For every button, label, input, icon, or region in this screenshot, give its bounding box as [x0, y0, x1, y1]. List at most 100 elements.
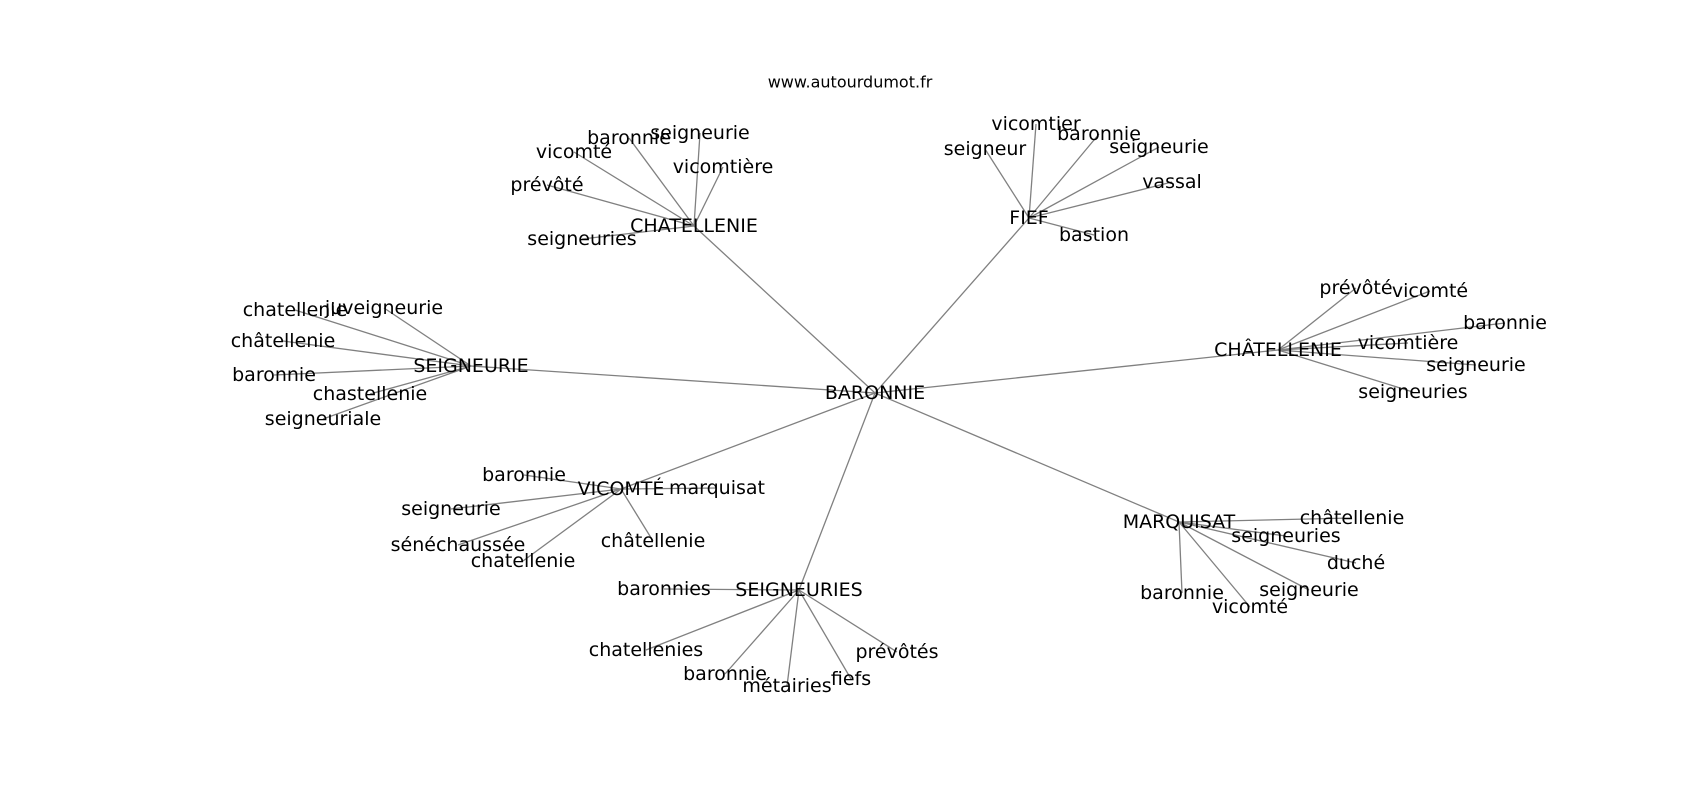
leaf-node[interactable]: baronnie: [1463, 312, 1547, 334]
edge-hub-to-leaf: [273, 365, 472, 376]
labels: www.autourdumot.fr BARONNIE CHATELLENIE ba…: [231, 73, 1547, 698]
edge-hub-to-leaf: [1178, 521, 1287, 537]
leaf-node[interactable]: vicomté: [1212, 596, 1288, 618]
hub-node[interactable]: MARQUISAT: [1123, 511, 1236, 533]
edge-hub-to-leaf: [1028, 123, 1037, 219]
edge-hub-to-leaf: [1277, 322, 1506, 351]
edge-hub-to-leaf: [546, 184, 695, 227]
leaf-node[interactable]: chatellenie: [243, 299, 348, 321]
leaf-node[interactable]: baronnie: [683, 663, 767, 685]
edge-hub-to-leaf: [1178, 517, 1353, 523]
edge-hub-to-leaf: [724, 589, 800, 675]
leaf-node[interactable]: duché: [1327, 552, 1385, 574]
edge-hub-to-leaf: [1028, 146, 1160, 219]
edge-hub-to-leaf: [581, 225, 695, 240]
leaf-node[interactable]: prévôtés: [855, 641, 938, 663]
leaf-node[interactable]: châtellenie: [231, 330, 336, 352]
leaf-node[interactable]: vicomtière: [673, 156, 774, 178]
edge-hub-to-leaf: [663, 588, 800, 591]
edge-hub-to-leaf: [522, 488, 622, 562]
leaf-node[interactable]: vicomtière: [1358, 332, 1459, 354]
edge-hub-to-leaf: [322, 365, 472, 420]
leaf-node[interactable]: chatellenie: [471, 550, 576, 572]
edge-hub-to-leaf: [786, 589, 800, 687]
leaf-node[interactable]: vicomté: [1392, 280, 1468, 302]
leaf-node[interactable]: juveigneurie: [324, 297, 443, 319]
edge-hub-to-leaf: [628, 137, 695, 227]
site-url: www.autourdumot.fr: [768, 73, 933, 92]
leaf-node[interactable]: seigneurie: [1426, 354, 1525, 376]
edge-center-to-hub: [470, 365, 876, 394]
hub-node[interactable]: CHÂTELLENIE: [1214, 338, 1342, 361]
hub-node[interactable]: VICOMTÉ: [578, 477, 665, 500]
leaf-node[interactable]: prévôté: [510, 174, 583, 196]
leaf-node[interactable]: baronnies: [617, 578, 711, 600]
edge-hub-to-leaf: [798, 589, 852, 680]
hub-node[interactable]: CHATELLENIE: [630, 215, 758, 237]
leaf-node[interactable]: baronnie: [587, 127, 671, 149]
edge-hub-to-leaf: [798, 589, 898, 653]
edge-hub-to-leaf: [450, 488, 622, 510]
edge-hub-to-leaf: [1178, 521, 1357, 564]
edge-hub-to-leaf: [282, 340, 472, 367]
leaf-node[interactable]: châtellenie: [1300, 507, 1405, 529]
edge-hub-to-leaf: [620, 487, 718, 490]
leaf-node[interactable]: seigneuries: [1358, 381, 1467, 403]
leaf-node[interactable]: chastellenie: [313, 383, 427, 405]
leaf-node[interactable]: fiefs: [831, 668, 871, 690]
edges: [273, 123, 1506, 687]
leaf-node[interactable]: prévôté: [1319, 277, 1392, 299]
leaf-node[interactable]: seigneurie: [1259, 579, 1358, 601]
leaf-node[interactable]: seigneurie: [650, 122, 749, 144]
edge-hub-to-leaf: [369, 365, 472, 395]
leaf-node[interactable]: métairies: [742, 675, 831, 697]
edge-hub-to-leaf: [984, 148, 1030, 219]
leaf-node[interactable]: bastion: [1059, 224, 1129, 246]
leaf-node[interactable]: marquisat: [669, 477, 765, 499]
edge-hub-to-leaf: [1277, 287, 1357, 351]
leaf-node[interactable]: seigneur: [944, 138, 1027, 160]
leaf-node[interactable]: seigneurie: [1109, 136, 1208, 158]
edge-hub-to-leaf: [383, 307, 472, 367]
edge-hub-to-leaf: [523, 474, 622, 490]
leaf-node[interactable]: seigneuriale: [265, 408, 381, 430]
hub-node[interactable]: FIEF: [1009, 207, 1048, 229]
edge-hub-to-leaf: [1277, 349, 1477, 366]
hub-node[interactable]: SEIGNEURIES: [735, 579, 862, 601]
edge-center-to-hub: [874, 349, 1279, 394]
edge-hub-to-leaf: [1178, 521, 1183, 594]
edge-center-to-hub: [798, 392, 876, 591]
edge-hub-to-leaf: [1028, 217, 1095, 236]
edge-hub-to-leaf: [1178, 521, 1310, 591]
leaf-node[interactable]: vicomté: [536, 141, 612, 163]
edge-hub-to-leaf: [1277, 349, 1414, 393]
edge-hub-to-leaf: [1277, 290, 1431, 351]
hub-node[interactable]: SEIGNEURIE: [413, 355, 528, 377]
edge-hub-to-leaf: [457, 488, 622, 546]
leaf-node[interactable]: seigneurie: [401, 498, 500, 520]
leaf-node[interactable]: baronnie: [1057, 123, 1141, 145]
leaf-node[interactable]: châtellenie: [601, 530, 706, 552]
leaf-node[interactable]: baronnie: [482, 464, 566, 486]
edge-center-to-hub: [874, 392, 1180, 523]
edge-center-to-hub: [620, 392, 876, 490]
leaf-node[interactable]: vicomtier: [991, 113, 1081, 135]
leaf-node[interactable]: seigneuries: [1231, 525, 1340, 547]
edge-hub-to-leaf: [620, 488, 654, 542]
leaf-node[interactable]: vassal: [1142, 171, 1202, 193]
edge-center-to-hub: [693, 225, 876, 394]
leaf-node[interactable]: baronnie: [1140, 582, 1224, 604]
edge-hub-to-leaf: [645, 589, 800, 651]
leaf-node[interactable]: baronnie: [232, 364, 316, 386]
center-node[interactable]: BARONNIE: [825, 382, 925, 404]
edge-hub-to-leaf: [1028, 181, 1173, 219]
leaf-node[interactable]: chatellenies: [589, 639, 703, 661]
edge-hub-to-leaf: [294, 309, 472, 367]
leaf-node[interactable]: seigneuries: [527, 228, 636, 250]
edge-hub-to-leaf: [573, 151, 695, 227]
edge-hub-to-leaf: [693, 132, 701, 227]
leaf-node[interactable]: sénéchaussée: [391, 534, 526, 556]
edge-hub-to-leaf: [1028, 133, 1100, 219]
edge-hub-to-leaf: [1277, 342, 1409, 351]
